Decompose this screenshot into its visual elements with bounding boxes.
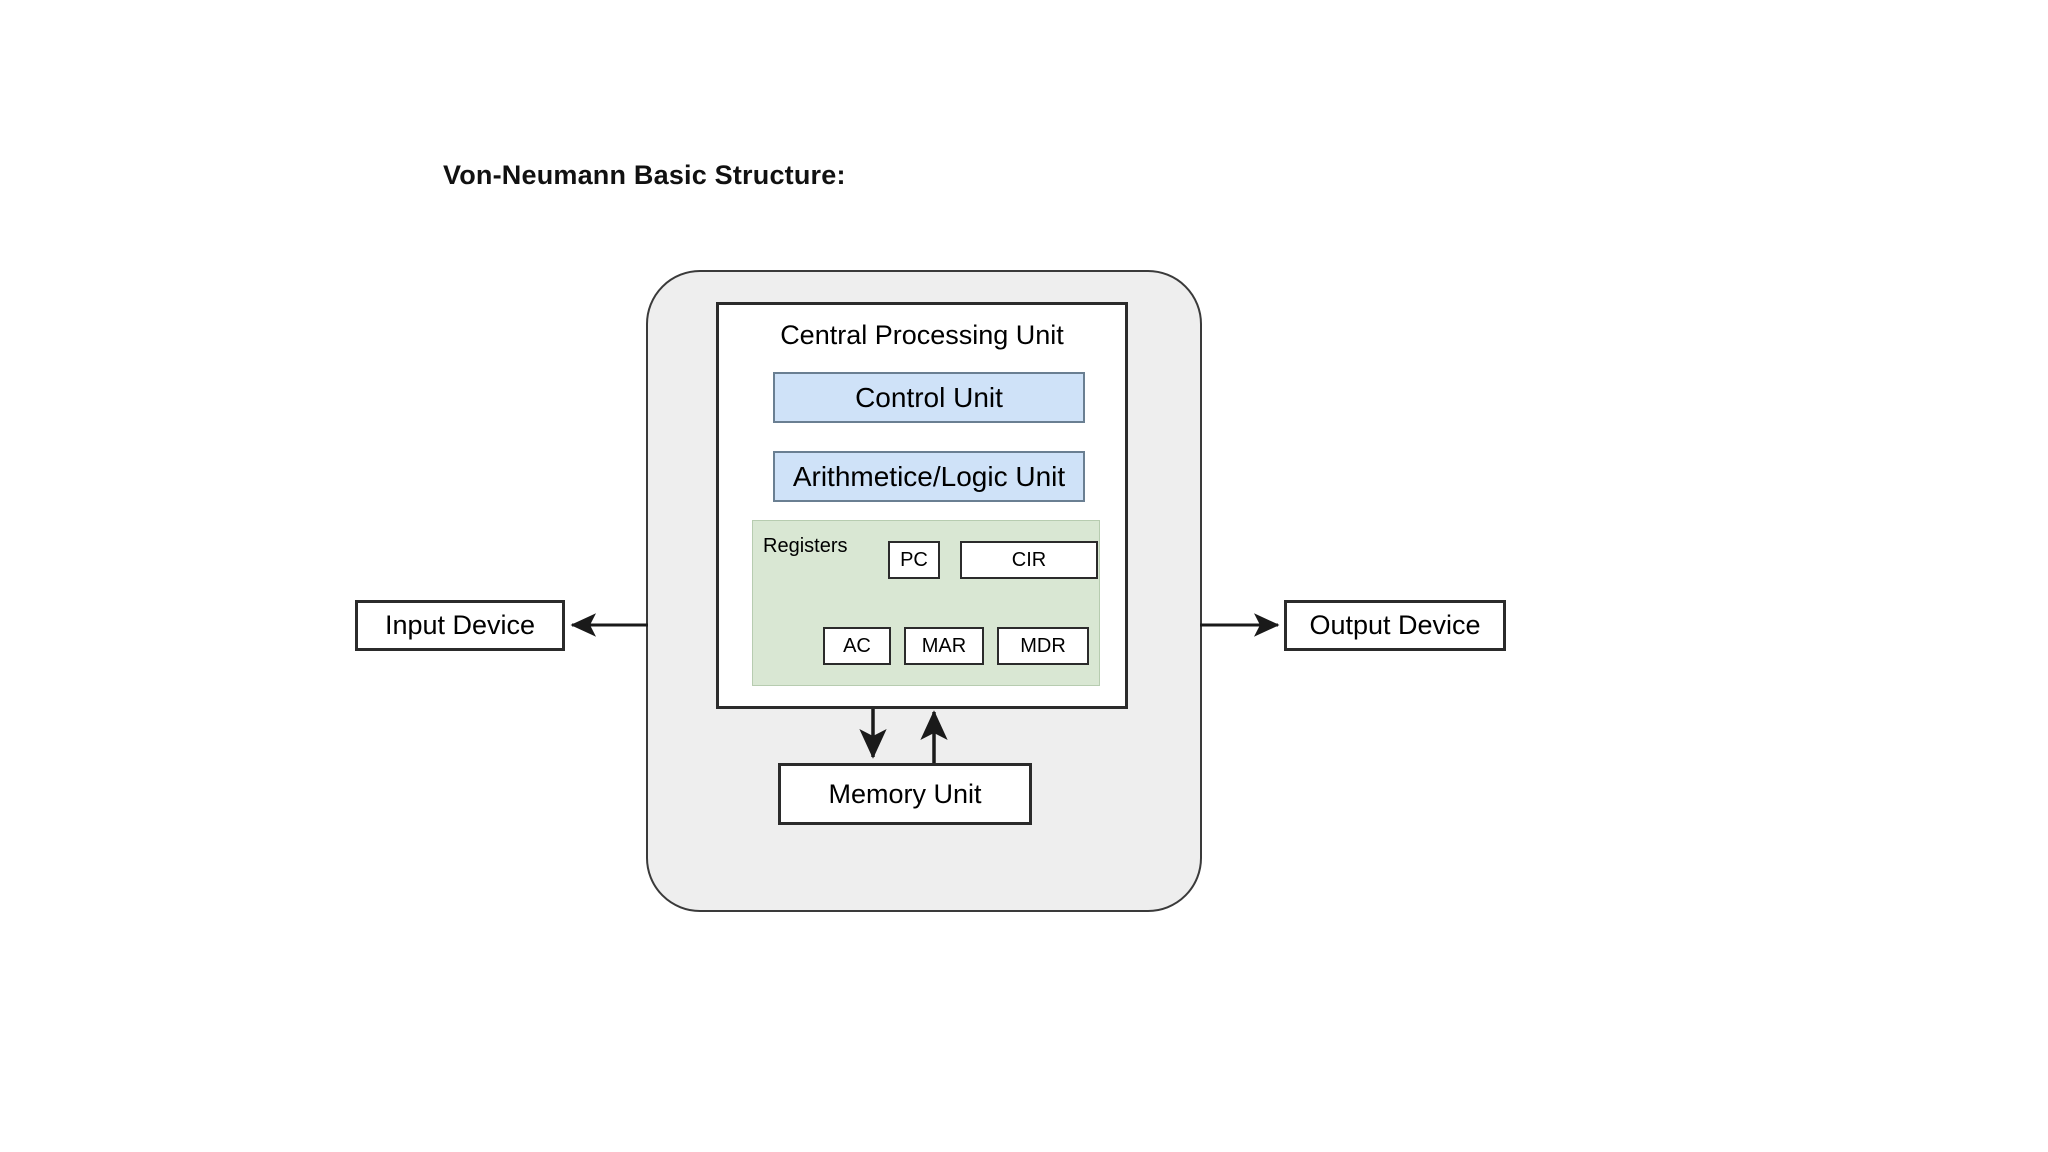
memory-unit-box[interactable]: Memory Unit bbox=[778, 763, 1032, 825]
registers-label: Registers bbox=[763, 535, 848, 557]
register-pc[interactable]: PC bbox=[888, 541, 940, 579]
output-device-box[interactable]: Output Device bbox=[1284, 600, 1506, 651]
cpu-title: Central Processing Unit bbox=[780, 320, 1064, 350]
control-unit-box[interactable]: Control Unit bbox=[773, 372, 1085, 423]
arithmetic-logic-unit-box[interactable]: Arithmetice/Logic Unit bbox=[773, 451, 1085, 502]
input-device-box[interactable]: Input Device bbox=[355, 600, 565, 651]
register-mar[interactable]: MAR bbox=[904, 627, 984, 665]
register-mdr[interactable]: MDR bbox=[997, 627, 1089, 665]
page-title: Von-Neumann Basic Structure: bbox=[443, 160, 846, 190]
register-cir[interactable]: CIR bbox=[960, 541, 1098, 579]
register-ac[interactable]: AC bbox=[823, 627, 891, 665]
